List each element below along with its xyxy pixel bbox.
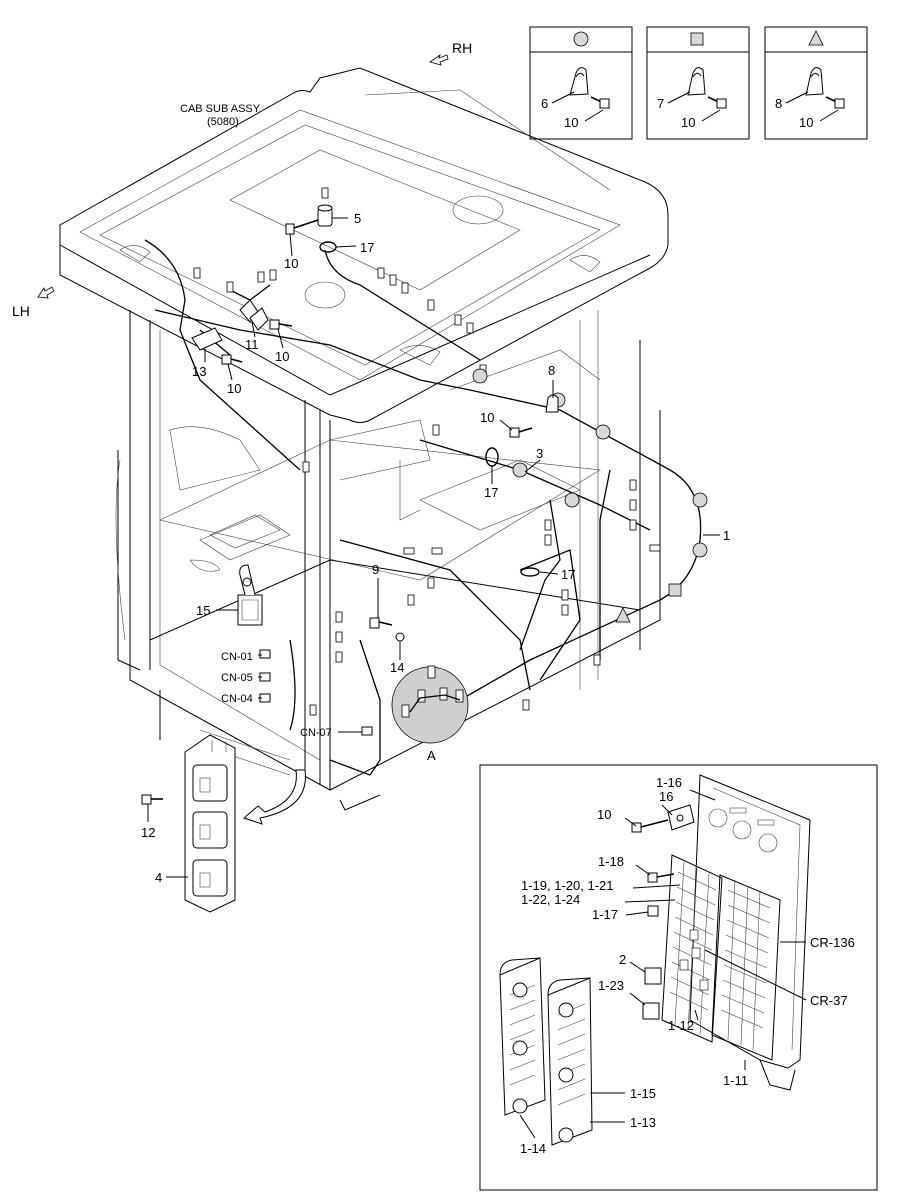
callout-10-right: 10 [480, 410, 494, 425]
legend-part-6: 6 [541, 96, 548, 111]
bracket-13 [191, 327, 223, 351]
legend-panel-circle: 6 10 [529, 26, 633, 140]
legend-panels: 6 10 7 10 8 10 [529, 26, 868, 140]
inset-label-cr-136: CR-136 [810, 935, 855, 950]
bolt-10-top [285, 219, 319, 235]
part-5-relay [317, 204, 333, 227]
inset-label-1-15: 1-15 [630, 1086, 656, 1101]
relay-2 [644, 967, 662, 985]
callout-10-top: 10 [284, 256, 298, 271]
legend-panel-square: 7 10 [646, 26, 750, 140]
tie-ring-17-a [319, 241, 337, 253]
bolt-10-right [509, 427, 533, 438]
curved-arrow-icon [243, 769, 306, 825]
legend-bolt-10-b: 10 [681, 115, 695, 130]
callout-11: 11 [245, 337, 259, 352]
callout-1: 1 [723, 528, 730, 543]
legend-part-7: 7 [657, 96, 664, 111]
callout-9: 9 [372, 562, 379, 577]
cab-sub-assy-label: CAB SUB ASSY [180, 103, 261, 115]
callout-cn-04: CN-04 [221, 693, 253, 705]
rh-label: RH [452, 40, 472, 56]
callout-4: 4 [155, 870, 162, 885]
callout-12: 12 [141, 825, 155, 840]
callout-cn-07: CN-07 [300, 727, 332, 739]
arrow-lh-icon [37, 286, 55, 299]
lh-label: LH [12, 303, 30, 319]
callout-cn-01: CN-01 [221, 651, 253, 663]
inset-label-10: 10 [597, 807, 611, 822]
callout-5: 5 [354, 211, 361, 226]
bolt-9 [369, 617, 393, 629]
callout-17-top: 17 [360, 240, 374, 255]
arrow-rh-icon [429, 53, 449, 66]
inset-label-cr-37: CR-37 [810, 993, 848, 1008]
fuse-box-cover-left [499, 957, 546, 1116]
callout-cn-05: CN-05 [221, 672, 253, 684]
bolt-12 [141, 794, 163, 805]
callout-3: 3 [536, 446, 543, 461]
inset-label-1-23: 1-23 [598, 978, 624, 993]
callout-detail-a: A [427, 748, 436, 763]
inset-label-1-16: 1-16 [656, 775, 682, 790]
triangle-clamp-symbol [808, 30, 824, 46]
direction-rh: RH [429, 40, 472, 66]
legend-part-8: 8 [775, 96, 782, 111]
callout-14: 14 [390, 660, 404, 675]
callout-8: 8 [548, 363, 555, 378]
washer-14 [395, 632, 405, 642]
cab-parts [141, 204, 559, 913]
inset-bolt-1-18 [647, 872, 675, 883]
inset-bolt-10 [631, 819, 669, 833]
direction-lh: LH [12, 286, 55, 319]
callout-labels: 5 17 10 11 10 13 10 8 10 3 17 1 9 17 15 … [141, 211, 730, 885]
inset-label-1-14: 1-14 [520, 1141, 546, 1156]
clips-11 [239, 299, 269, 331]
fuse-box-4 [184, 734, 236, 913]
leader-lines [147, 217, 720, 878]
inset-label-1-17: 1-17 [592, 907, 618, 922]
bolt-10-mid [269, 319, 293, 330]
inset-label-2: 2 [619, 952, 626, 967]
legend-bolt-10-c: 10 [799, 115, 813, 130]
relay-1-23 [642, 1002, 660, 1020]
circle-clamp-symbol [573, 31, 589, 47]
inset-label-1-18: 1-18 [598, 854, 624, 869]
callout-10-left: 10 [227, 381, 241, 396]
cab-structure [59, 67, 669, 811]
legend-bolt-10-a: 10 [564, 115, 578, 130]
switch-15 [237, 564, 263, 626]
relay-1-17 [647, 905, 659, 917]
inset-label-1-22-1-24: 1-22, 1-24 [521, 892, 580, 907]
bolt-10-left [221, 354, 243, 365]
inset-detail-fuse-relay-box: 1-16 16 10 1-18 1-19, 1-20, 1-21 1-22, 1… [479, 764, 878, 1191]
clamp-8 [545, 394, 559, 413]
tie-ring-17-b [485, 447, 499, 467]
wire-harness [144, 187, 708, 776]
square-clamp-symbol [690, 32, 704, 46]
inset-label-1-11: 1-11 [723, 1073, 748, 1088]
legend-panel-triangle: 8 10 [764, 26, 868, 140]
cab-sub-assy-code: (5080) [207, 116, 239, 128]
fuse-box-cover-right [547, 977, 593, 1146]
inset-label-1-19-1-21: 1-19, 1-20, 1-21 [521, 878, 614, 893]
callout-15: 15 [196, 603, 210, 618]
inset-label-1-13: 1-13 [630, 1115, 656, 1130]
inset-label-16: 16 [659, 789, 673, 804]
callout-17-mid: 17 [484, 485, 498, 500]
tie-ring-17-c [520, 567, 540, 577]
inset-label-1-12: 1-12 [668, 1018, 694, 1033]
callout-17-low: 17 [561, 567, 575, 582]
callout-10-mid: 10 [275, 349, 289, 364]
callout-13: 13 [192, 364, 206, 379]
